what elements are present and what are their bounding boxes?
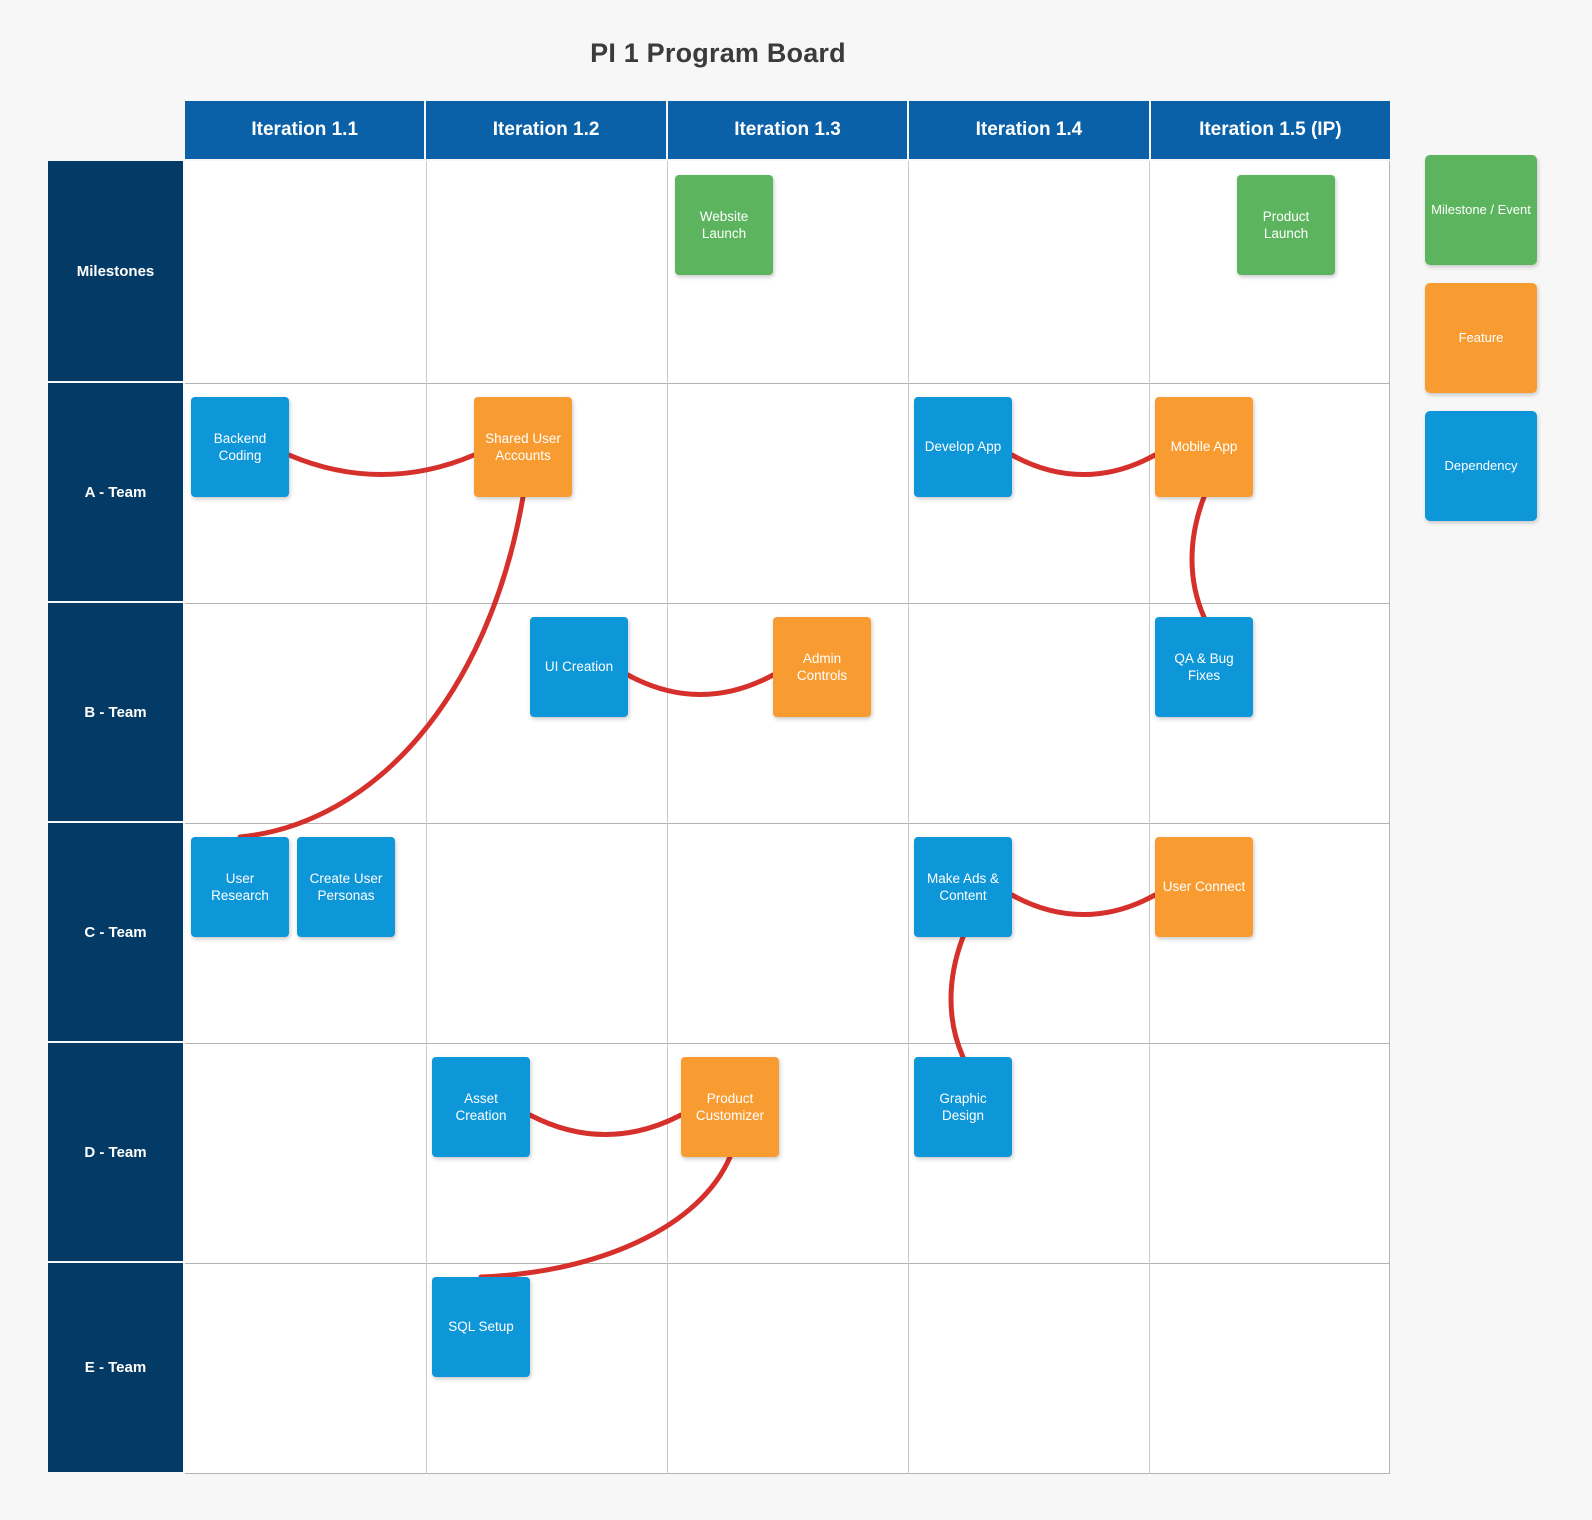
card-ui-creation[interactable]: UI Creation [530, 617, 628, 717]
card-user-connect[interactable]: User Connect [1155, 837, 1253, 937]
card-label: Create User Personas [309, 870, 383, 903]
card-label: Backend Coding [213, 430, 267, 463]
column-header-1[interactable]: Iteration 1.1 [185, 101, 427, 159]
row-header-e-team[interactable]: E - Team [48, 1263, 183, 1474]
card-label: Product Launch [1262, 208, 1310, 241]
grid-row-divider [185, 603, 1390, 604]
card-shared-user-accounts[interactable]: Shared User Accounts [474, 397, 572, 497]
card-label: Asset Creation [455, 1090, 507, 1123]
card-make-ads-content[interactable]: Make Ads & Content [914, 837, 1012, 937]
card-mobile-app[interactable]: Mobile App [1155, 397, 1253, 497]
card-label: User Connect [1162, 879, 1246, 895]
legend-item-feature[interactable]: Feature [1425, 283, 1537, 393]
legend-item-dependency[interactable]: Dependency [1425, 411, 1537, 521]
column-header-3[interactable]: Iteration 1.3 [667, 101, 910, 159]
card-website-launch[interactable]: Website Launch [675, 175, 773, 275]
card-label: QA & Bug Fixes [1174, 650, 1234, 683]
card-product-launch[interactable]: Product Launch [1237, 175, 1335, 275]
grid-row-divider [185, 1043, 1390, 1044]
column-header-4[interactable]: Iteration 1.4 [909, 101, 1151, 159]
card-label: User Research [211, 870, 269, 903]
card-user-research[interactable]: User Research [191, 837, 289, 937]
grid-row-divider [185, 383, 1390, 384]
grid-column-divider [426, 161, 427, 1474]
row-header-b-team[interactable]: B - Team [48, 603, 183, 823]
grid-column-divider [908, 161, 909, 1474]
grid-column-divider [1149, 161, 1150, 1474]
legend-item-label: Milestone / Event [1431, 201, 1531, 217]
row-header-milestones[interactable]: Milestones [48, 161, 183, 383]
column-header-5[interactable]: Iteration 1.5 (IP) [1150, 101, 1391, 159]
card-label: SQL Setup [448, 1319, 514, 1335]
card-label: Admin Controls [796, 650, 848, 683]
card-sql-setup[interactable]: SQL Setup [432, 1277, 530, 1377]
card-develop-app[interactable]: Develop App [914, 397, 1012, 497]
legend-item-milestone[interactable]: Milestone / Event [1425, 155, 1537, 265]
card-label: Graphic Design [939, 1090, 987, 1123]
grid-column-divider [667, 161, 668, 1474]
card-create-user-personas[interactable]: Create User Personas [297, 837, 395, 937]
card-label: Shared User Accounts [485, 430, 561, 463]
card-asset-creation[interactable]: Asset Creation [432, 1057, 530, 1157]
legend-item-label: Dependency [1444, 457, 1518, 473]
row-header-d-team[interactable]: D - Team [48, 1043, 183, 1263]
card-label: Make Ads & Content [926, 870, 1000, 903]
row-header-c-team[interactable]: C - Team [48, 823, 183, 1043]
card-graphic-design[interactable]: Graphic Design [914, 1057, 1012, 1157]
card-label: Develop App [924, 439, 1002, 455]
card-qa-bug-fixes[interactable]: QA & Bug Fixes [1155, 617, 1253, 717]
column-header-2[interactable]: Iteration 1.2 [426, 101, 668, 159]
card-label: Website Launch [699, 208, 749, 241]
card-admin-controls[interactable]: Admin Controls [773, 617, 871, 717]
legend-item-label: Feature [1458, 329, 1504, 345]
card-product-customizer[interactable]: Product Customizer [681, 1057, 779, 1157]
page-title: PI 1 Program Board [590, 38, 846, 68]
card-label: Product Customizer [695, 1090, 765, 1123]
row-header-a-team[interactable]: A - Team [48, 383, 183, 603]
card-backend-coding[interactable]: Backend Coding [191, 397, 289, 497]
grid-row-divider [185, 823, 1390, 824]
card-label: Mobile App [1170, 439, 1238, 455]
grid-row-divider [185, 1263, 1390, 1264]
card-label: UI Creation [544, 659, 614, 675]
